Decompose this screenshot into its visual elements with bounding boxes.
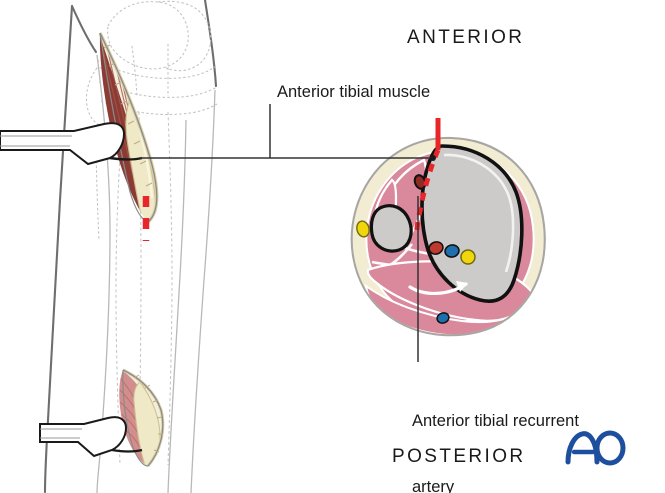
retractor-distal: [39, 416, 143, 458]
posterior-orientation-label: POSTERIOR: [392, 446, 526, 467]
leader-endpoint-dot: [430, 155, 436, 161]
tibial-nerve: [460, 249, 476, 265]
anterior-orientation-label: ANTERIOR: [407, 27, 525, 48]
recurrent-artery-arrow: [408, 281, 468, 295]
leader-lines: [140, 104, 436, 362]
tibia-cross-section: [350, 118, 546, 337]
posterior-tibial-vein: [444, 244, 460, 258]
ao-logo: [565, 430, 626, 466]
knee-construction-lines: [96, 0, 218, 115]
leg-outline: [43, 0, 218, 493]
tibia: [420, 144, 524, 303]
artery-label-line-1: Anterior tibial recurrent: [412, 412, 579, 430]
anterior-tibial-recurrent-artery-label: Anterior tibial recurrent artery: [412, 366, 579, 493]
fibula: [369, 204, 413, 253]
retractor-proximal: [0, 122, 143, 166]
distal-surgical-window: [39, 368, 165, 467]
peroneal-vein: [436, 312, 450, 324]
incision-marker-cross-section: [413, 118, 441, 237]
posterior-tibial-artery: [428, 241, 444, 255]
leg-illustration: [0, 0, 218, 493]
superficial-peroneal-nerve: [356, 220, 370, 238]
tibia-cortex-highlight: [443, 153, 515, 273]
anterior-tibial-muscle-label: Anterior tibial muscle: [277, 83, 431, 101]
artery-label-line-2: artery: [412, 478, 455, 493]
